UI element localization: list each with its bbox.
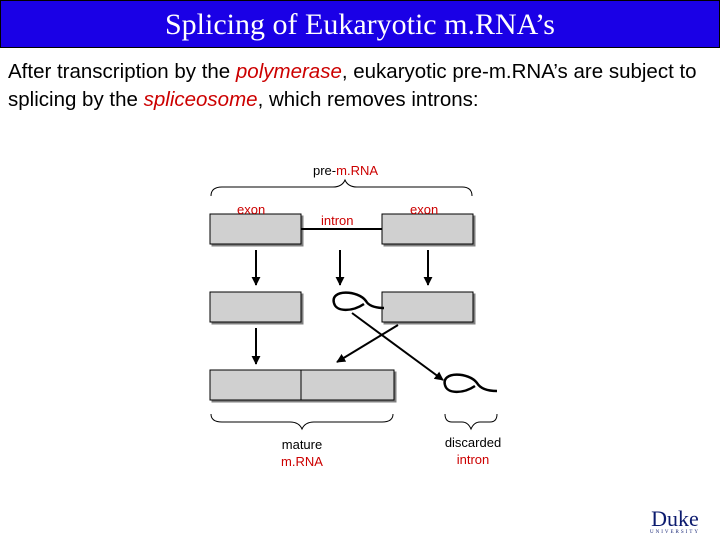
exon-left-box [209,213,302,245]
discarded-label: discarded intron [433,434,513,468]
slide-title: Splicing of Eukaryotic m.RNA’s [165,8,555,41]
exon-left-label: exon [237,202,266,217]
intro-text-3: , which removes introns: [257,88,479,111]
exon-left-box-2 [209,291,302,323]
mature-label: mature m.RNA [270,436,334,470]
exon-right-box-2 [381,291,474,323]
mature-brace [210,413,394,431]
spliceosome-term: spliceosome [143,88,258,111]
intron-lariat-1 [332,291,385,312]
duke-logo-sub: UNIVERSITY [650,530,700,535]
duke-logo-word: Duke [651,506,699,531]
intron-label: intron [321,213,354,228]
mature-label-line1: mature [281,437,323,452]
intron-lariat-2 [443,373,498,394]
polymerase-term: polymerase [235,60,342,83]
duke-logo: Duke UNIVERSITY [640,508,710,536]
exon-right-label: exon [410,202,439,217]
premrna-label: pre-m.RNA [313,163,378,178]
title-bar [0,0,720,48]
discarded-label-line2: intron [456,452,490,467]
intro-paragraph: After transcription by the polymerase, e… [8,58,714,114]
mature-exon-left [209,369,302,401]
intro-text-1: After transcription by the [8,60,236,83]
discarded-label-line1: discarded [444,435,502,450]
premrna-prefix: pre- [313,163,337,178]
exon-right-box [381,213,474,245]
arrow-exon-right-to-mature [336,324,399,363]
premrna-suffix: m.RNA [336,163,379,178]
intro-text-2: , eukaryotic pre-m.RNA’s are subject to … [8,60,697,111]
premrna-brace [210,178,473,197]
mature-label-line2: m.RNA [281,454,323,469]
discarded-brace [444,413,498,431]
arrow-lariat-to-discard [351,312,444,381]
mature-exon-right [300,369,395,401]
